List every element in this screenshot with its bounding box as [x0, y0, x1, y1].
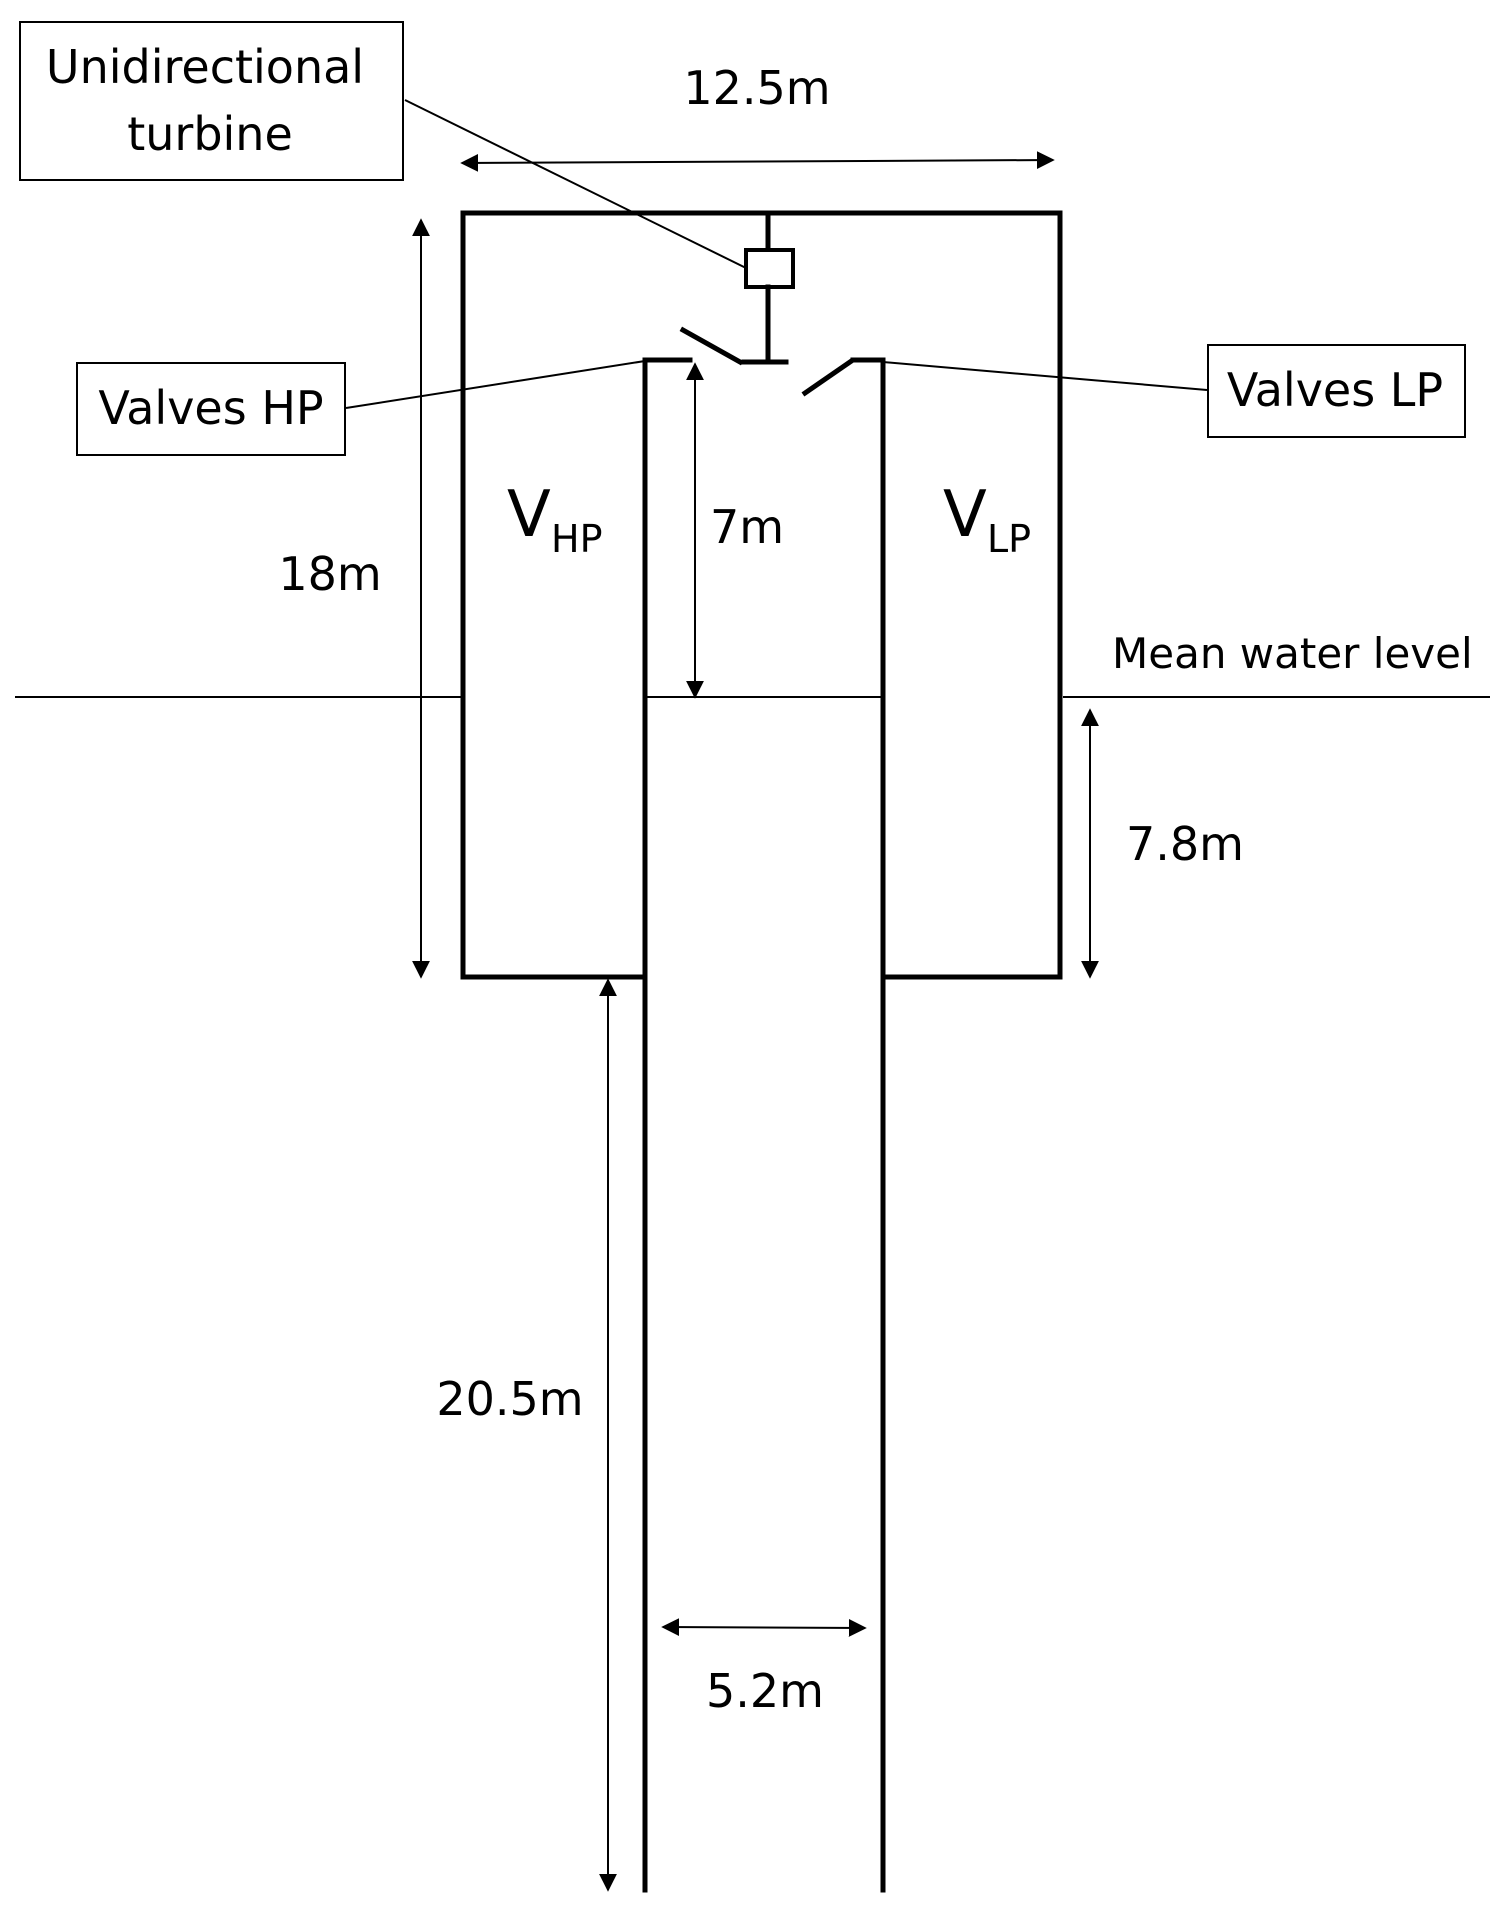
turbine-label-box: Unidirectional turbine [19, 21, 404, 181]
mean-water-level-label: Mean water level [1112, 629, 1473, 678]
volume-lp-sub: LP [987, 517, 1031, 561]
dimension-height-chamber-label: 18m [278, 547, 381, 601]
dimension-duct-length: 20.5m [436, 978, 617, 1892]
valve-lp-flap [801, 358, 854, 397]
dimension-width-total-label: 12.5m [683, 61, 830, 115]
dimension-duct-width: 5.2m [661, 1618, 867, 1718]
valves-hp-label-box: Valves HP [76, 362, 346, 456]
dimension-width-total: 12.5m [460, 61, 1055, 172]
valves-lp-label: Valves LP [1227, 363, 1443, 417]
valves-lp-leader-line [882, 361, 1208, 391]
dimension-duct-width-label: 5.2m [706, 1664, 824, 1718]
dimension-mwl-to-bottom: 7.8m [1081, 708, 1244, 979]
turbine-label-line2: turbine [127, 107, 293, 161]
volume-lp-main: V [943, 478, 987, 552]
dimension-valve-to-mwl-label: 7m [710, 500, 784, 554]
valve-hp-flap [679, 326, 744, 366]
dimension-duct-length-label: 20.5m [436, 1372, 583, 1426]
turbine [741, 210, 795, 365]
valves-hp-label: Valves HP [98, 381, 323, 435]
volume-hp-label: V HP [507, 478, 603, 561]
volume-hp-sub: HP [551, 517, 603, 561]
dimension-mwl-to-bottom-label: 7.8m [1126, 817, 1244, 871]
turbine-label-line1: Unidirectional [46, 40, 364, 94]
dimension-height-chamber: 18m [278, 218, 430, 979]
turbine-leader-line [404, 99, 747, 269]
valves-hp-leader-line [345, 360, 646, 409]
volume-lp-label: V LP [943, 478, 1031, 561]
chamber-structure [460, 210, 1063, 980]
volume-hp-main: V [507, 478, 551, 552]
valves-lp-label-box: Valves LP [1207, 344, 1466, 438]
dimension-valve-to-mwl: 7m [686, 362, 784, 699]
central-duct [642, 357, 886, 1893]
